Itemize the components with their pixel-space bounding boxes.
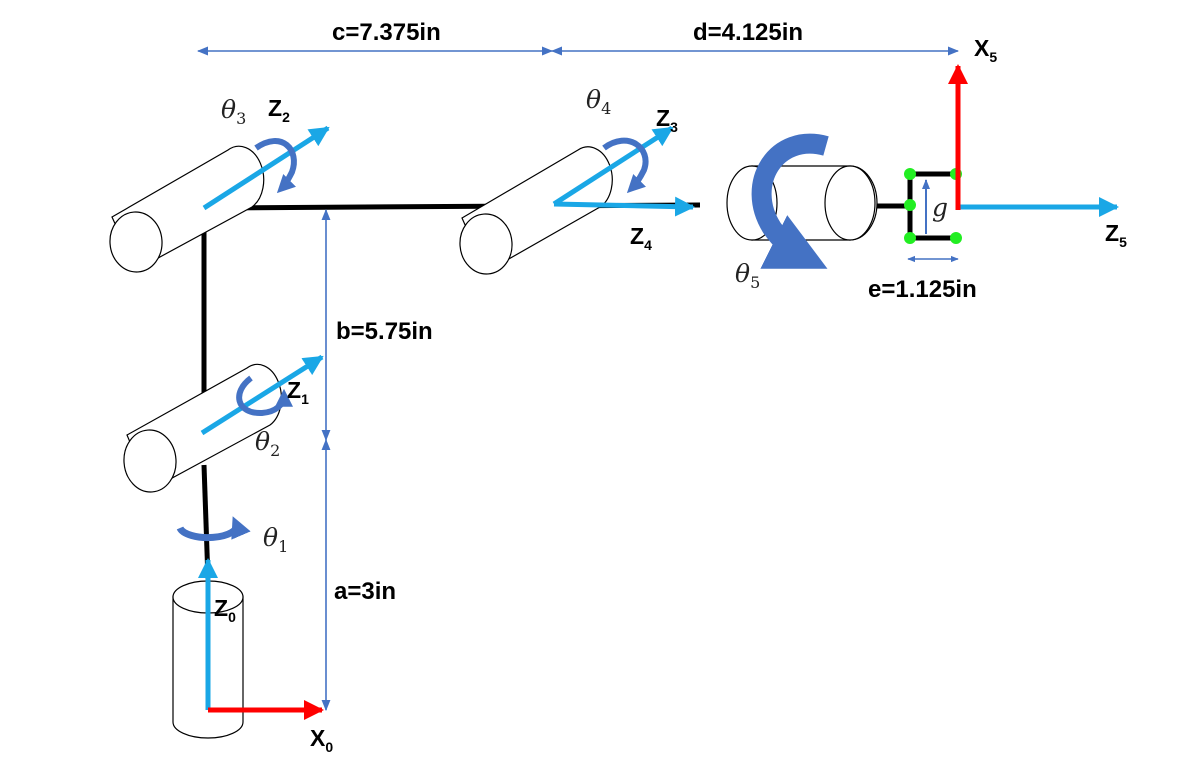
theta3-rotation-arrow (254, 138, 297, 194)
wrist-roll-cylinder (726, 165, 878, 241)
theta4-rotation-arrow (602, 137, 649, 194)
z0-label: Z0 (214, 595, 236, 625)
axis-labels: Z0 X0 Z1 Z2 Z3 Z4 Z5 X5 (214, 35, 1127, 755)
dimension-label-c: c=7.375in (332, 19, 441, 46)
z1-label: Z1 (287, 377, 309, 407)
x0-label: X0 (310, 725, 333, 755)
z-axes (198, 125, 1119, 710)
z2-axis-arrow (202, 125, 330, 211)
z5-label: Z5 (1105, 220, 1127, 250)
dimension-labels: c=7.375in d=4.125in b=5.75in a=3in e=1.1… (332, 19, 977, 605)
dimension-label-a: a=3in (334, 578, 396, 605)
dimension-lines (196, 46, 960, 712)
theta5-label: θ5 (735, 259, 760, 292)
dimension-label-e: e=1.125in (868, 276, 977, 303)
theta5-rotation-arrow (751, 133, 829, 269)
wrist-pitch-cylinder (459, 146, 613, 275)
gripper-point (950, 232, 962, 244)
z1-axis-arrow (200, 354, 324, 436)
z3-label: Z3 (656, 105, 678, 135)
theta3-label: θ3 (221, 95, 246, 128)
theta2-rotation-arrow (236, 375, 293, 417)
theta2-label: θ2 (255, 427, 280, 460)
gripper-label: g (932, 193, 948, 222)
z4-axis-arrow (553, 196, 695, 217)
dimension-label-b: b=5.75in (336, 318, 433, 345)
elbow-cylinder (109, 145, 265, 273)
gripper-point (904, 199, 916, 211)
z2-label: Z2 (268, 95, 290, 125)
theta1-rotation-arrow (176, 516, 251, 542)
joint-angle-labels: θ1 θ2 θ3 θ4 θ5 (221, 85, 760, 556)
gripper: g (904, 168, 962, 244)
rotation-arrows (176, 133, 829, 542)
z4-label: Z4 (630, 223, 652, 253)
theta1-label: θ1 (263, 523, 288, 556)
links (201, 202, 912, 581)
x-axes (208, 64, 968, 720)
dimension-label-d: d=4.125in (693, 19, 803, 46)
gripper-point (904, 168, 916, 180)
gripper-point (904, 232, 916, 244)
theta4-label: θ4 (586, 85, 611, 118)
x5-label: X5 (974, 35, 997, 65)
z3-axis-arrow (552, 125, 674, 207)
